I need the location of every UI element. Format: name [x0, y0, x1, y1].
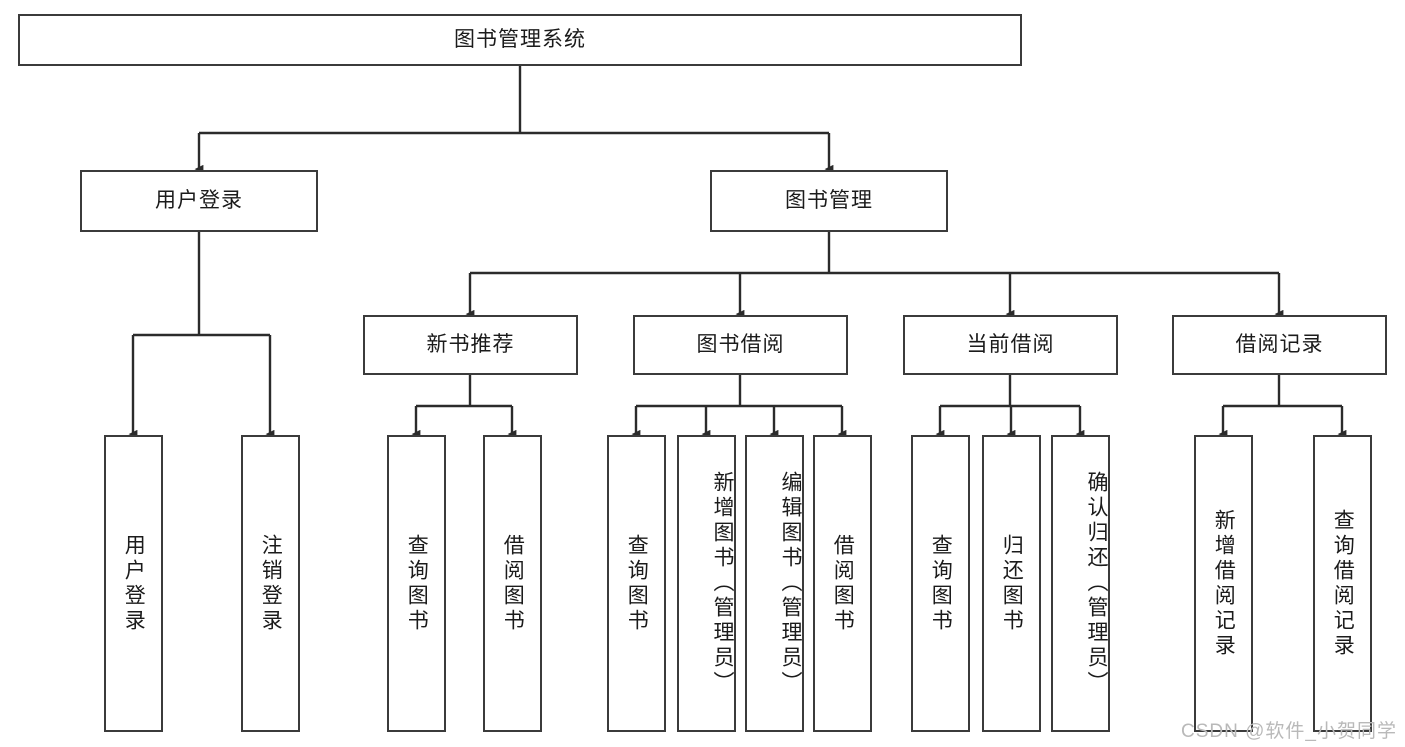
node-leaf-query-book-1[interactable]: 查询图书 [387, 435, 446, 732]
node-label: 新书推荐 [426, 333, 515, 357]
watermark-label: CSDN @软件_小贺同学 [1181, 721, 1397, 742]
node-leaf-add-book[interactable]: 新增图书（管理员） [677, 435, 736, 732]
node-current[interactable]: 当前借阅 [903, 315, 1118, 375]
node-label: 借阅图书 [831, 533, 855, 634]
node-borrow[interactable]: 图书借阅 [633, 315, 848, 375]
node-leaf-query-book-2[interactable]: 查询图书 [607, 435, 666, 732]
node-label: 新增图书（管理员） [711, 471, 734, 696]
node-leaf-query-book-3[interactable]: 查询图书 [911, 435, 970, 732]
node-records[interactable]: 借阅记录 [1172, 315, 1387, 375]
node-label: 查询借阅记录 [1331, 508, 1355, 659]
node-leaf-return-book[interactable]: 归还图书 [982, 435, 1041, 732]
node-leaf-query-record[interactable]: 查询借阅记录 [1313, 435, 1372, 732]
node-label: 用户登录 [122, 533, 146, 634]
node-label: 借阅记录 [1235, 333, 1324, 357]
node-label: 新增借阅记录 [1212, 508, 1236, 659]
node-label: 查询图书 [405, 533, 429, 634]
node-label: 归还图书 [1000, 533, 1024, 634]
node-label: 确认归还（管理员） [1085, 471, 1108, 696]
node-label: 查询图书 [929, 533, 953, 634]
node-label: 借阅图书 [501, 533, 525, 634]
node-label: 编辑图书（管理员） [779, 471, 802, 696]
node-leaf-edit-book[interactable]: 编辑图书（管理员） [745, 435, 804, 732]
connector-group [128, 66, 1347, 439]
node-leaf-confirm-return[interactable]: 确认归还（管理员） [1051, 435, 1110, 732]
node-label: 注销登录 [259, 533, 283, 634]
node-label: 查询图书 [625, 533, 649, 634]
node-leaf-user-logout[interactable]: 注销登录 [241, 435, 300, 732]
node-label: 当前借阅 [966, 333, 1055, 357]
node-leaf-borrow-book-1[interactable]: 借阅图书 [483, 435, 542, 732]
node-root[interactable]: 图书管理系统 [18, 14, 1022, 66]
node-login[interactable]: 用户登录 [80, 170, 318, 232]
node-newbook[interactable]: 新书推荐 [363, 315, 578, 375]
node-leaf-add-record[interactable]: 新增借阅记录 [1194, 435, 1253, 732]
node-label: 图书管理 [785, 189, 873, 213]
node-label: 图书借阅 [696, 333, 785, 357]
node-leaf-borrow-book-2[interactable]: 借阅图书 [813, 435, 872, 732]
node-leaf-user-login[interactable]: 用户登录 [104, 435, 163, 732]
node-label: 用户登录 [155, 189, 243, 213]
node-label: 图书管理系统 [454, 28, 586, 52]
node-bookmgmt[interactable]: 图书管理 [710, 170, 948, 232]
